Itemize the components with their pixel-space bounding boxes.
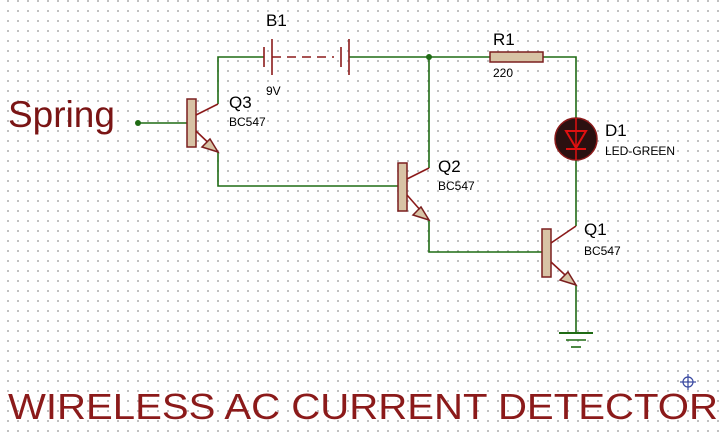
battery-value: 9V bbox=[266, 84, 281, 98]
resistor-r1: R1 220 bbox=[489, 30, 544, 80]
q2-value: BC547 bbox=[438, 179, 475, 193]
input-node bbox=[135, 120, 141, 126]
resistor-value: 220 bbox=[493, 66, 513, 80]
transistor-q2: Q2 BC547 bbox=[397, 157, 475, 222]
battery-b1: B1 9V bbox=[263, 11, 350, 98]
q1-ref: Q1 bbox=[584, 220, 607, 239]
wires bbox=[140, 56, 577, 332]
battery-ref: B1 bbox=[266, 11, 287, 30]
resistor-ref: R1 bbox=[493, 30, 515, 49]
ground-symbol bbox=[559, 332, 593, 348]
junction-dot bbox=[426, 54, 432, 60]
led-d1: D1 LED-GREEN bbox=[554, 117, 675, 161]
led-value: LED-GREEN bbox=[605, 144, 675, 158]
spring-label: Spring bbox=[8, 94, 115, 135]
led-ref: D1 bbox=[605, 121, 627, 140]
q1-value: BC547 bbox=[584, 244, 621, 258]
origin-marker-icon bbox=[680, 374, 696, 390]
q3-ref: Q3 bbox=[229, 93, 252, 112]
transistor-q3: Q3 BC547 bbox=[186, 93, 266, 154]
transistor-q1: Q1 BC547 bbox=[541, 220, 621, 287]
diagram-title: WIRELESS AC CURRENT DETECTOR bbox=[8, 386, 718, 427]
q2-ref: Q2 bbox=[438, 157, 461, 176]
q3-value: BC547 bbox=[229, 115, 266, 129]
